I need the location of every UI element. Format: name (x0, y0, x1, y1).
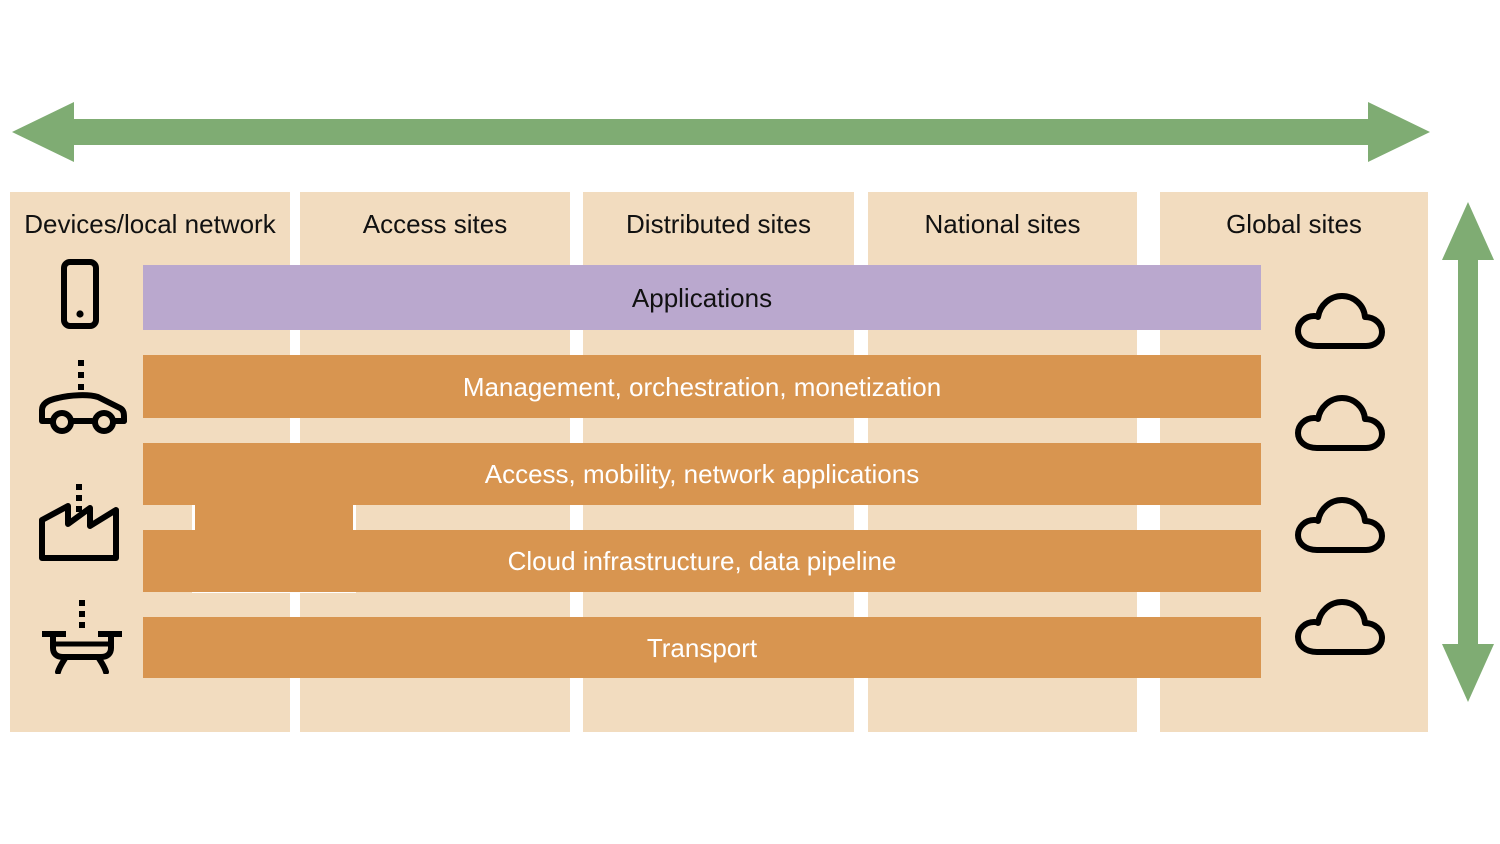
cloud-icon-4 (1294, 596, 1386, 658)
column-label-global-sites: Global sites (1226, 209, 1362, 239)
cloud-icon-3 (1294, 494, 1386, 556)
connected-car-icon (34, 360, 130, 436)
column-label-access-sites: Access sites (362, 209, 508, 239)
layer-bar-cloud-infrastructure-data-pipeline: Cloud infrastructure, data pipeline (143, 530, 1261, 592)
layer-bar-access-mobility-network-applications: Access, mobility, network applications (143, 443, 1261, 505)
vertical-span-arrow (1440, 202, 1496, 702)
cloud-icon-2 (1294, 392, 1386, 454)
column-label-distributed-sites: Distributed sites (626, 209, 811, 239)
horizontal-span-arrow (12, 98, 1430, 166)
column-label-devices-local-network: Devices/local network (24, 209, 276, 239)
mobile-phone-icon (52, 258, 108, 332)
column-label-national-sites: National sites (924, 209, 1081, 239)
layer-bar-applications: Applications (143, 265, 1261, 330)
drone-icon (36, 600, 128, 674)
factory-icon (38, 484, 124, 562)
cloud-icon-1 (1294, 290, 1386, 352)
layer-bar-management-orchestration-monetization: Management, orchestration, monetization (143, 355, 1261, 418)
layer-bar-transport: Transport (143, 617, 1261, 678)
